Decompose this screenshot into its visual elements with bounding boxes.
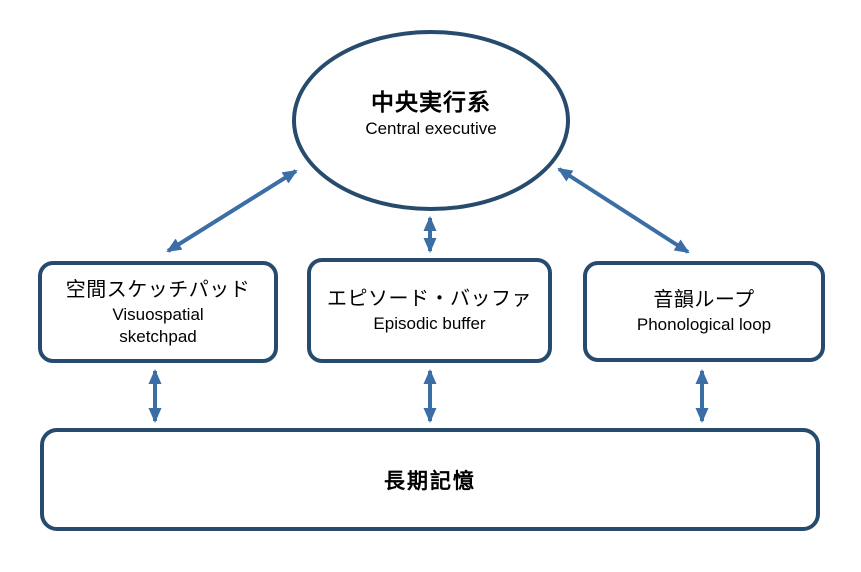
central-executive-label-en: Central executive	[365, 118, 497, 138]
central-executive-label-ja: 中央実行系	[371, 88, 491, 115]
long-term-memory-label-ja: 長期記憶	[384, 469, 476, 493]
episodic-label-ja: エピソード・バッファ	[327, 288, 532, 311]
node-phonological-loop: 音韻ループ Phonological loop	[583, 261, 825, 362]
visuospatial-label-en-line1: Visuospatial	[112, 305, 204, 325]
phonological-label-ja: 音韻ループ	[653, 289, 755, 312]
node-episodic-buffer: エピソード・バッファ Episodic buffer	[307, 258, 552, 363]
node-long-term-memory: 長期記憶	[40, 428, 820, 531]
visuospatial-label-ja: 空間スケッチパッド	[65, 279, 251, 302]
phonological-label-en: Phonological loop	[636, 315, 772, 335]
arrow-ce-visuospatial	[166, 169, 298, 253]
visuospatial-label-en-line2: sketchpad	[119, 326, 197, 346]
node-central-executive: 中央実行系 Central executive	[292, 30, 570, 211]
node-visuospatial-sketchpad: 空間スケッチパッド Visuospatial sketchpad	[38, 261, 278, 363]
arrow-ce-phonological	[557, 167, 690, 254]
episodic-label-en: Episodic buffer	[373, 314, 486, 334]
